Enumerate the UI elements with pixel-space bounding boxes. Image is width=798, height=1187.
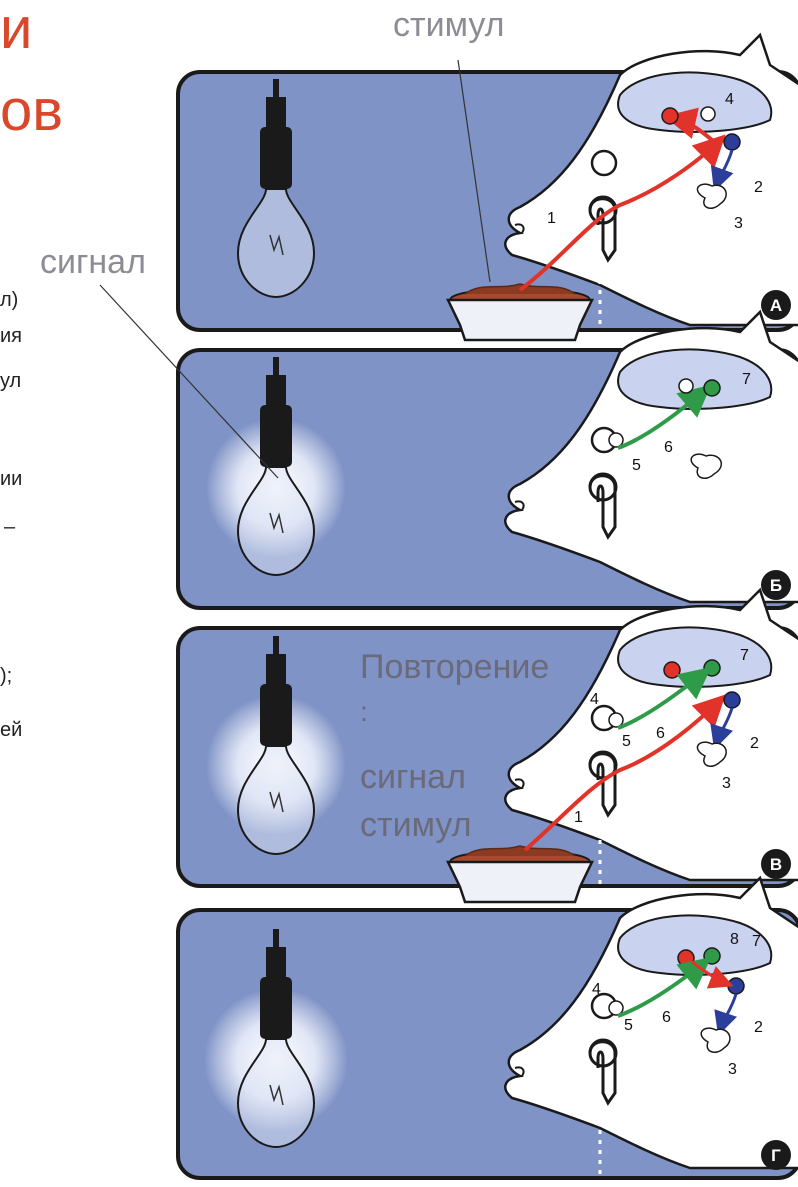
panel-b-num-6: 6 (664, 439, 673, 456)
panel-b-num-5: 5 (632, 457, 641, 474)
panel-a-num-4: 4 (725, 91, 734, 108)
panel-g-num-2: 2 (754, 1019, 763, 1036)
panel-v: 1 2 3 4 5 6 7 В (178, 590, 798, 902)
panel-v-num-4: 4 (590, 691, 599, 708)
food-bowl-2 (448, 846, 592, 902)
panel-v-letter: В (770, 855, 782, 874)
panel-g-num-5: 5 (624, 1017, 633, 1034)
signal-label: сигнал (40, 245, 146, 279)
panel-g-num-6: 6 (662, 1009, 671, 1026)
panel-v-num-2: 2 (750, 735, 759, 752)
panel-a-num-1: 1 (547, 210, 556, 227)
panel-v-num-1: 1 (574, 809, 583, 826)
panel-g-num-3: 3 (728, 1061, 737, 1078)
panel-b: 5 6 7 Б (178, 312, 798, 608)
panel-a: 1 2 3 4 А (178, 35, 798, 340)
overlay-signal-label: сигнал (360, 760, 466, 794)
panel-g-num-8: 8 (730, 931, 739, 948)
food-bowl (448, 284, 592, 340)
panel-v-num-6: 6 (656, 725, 665, 742)
stimulus-label: стимул (393, 8, 504, 42)
panel-a-letter: А (770, 296, 782, 315)
panel-v-num-3: 3 (722, 775, 731, 792)
panel-a-num-2: 2 (754, 179, 763, 196)
overlay-stimulus-label: стимул (360, 808, 471, 842)
panel-g-num-4: 4 (592, 981, 601, 998)
panel-v-num-7: 7 (740, 647, 749, 664)
panel-g-letter: Г (771, 1146, 781, 1165)
panel-v-num-5: 5 (622, 733, 631, 750)
panel-a-num-3: 3 (734, 215, 743, 232)
panel-g-num-7: 7 (752, 933, 761, 950)
repetition-label: Повторение (360, 650, 549, 684)
panel-g: 2 3 4 5 6 7 8 Г (178, 878, 798, 1178)
panel-b-num-7: 7 (742, 371, 751, 388)
repetition-colon: : (360, 698, 368, 726)
panel-b-letter: Б (770, 576, 782, 595)
